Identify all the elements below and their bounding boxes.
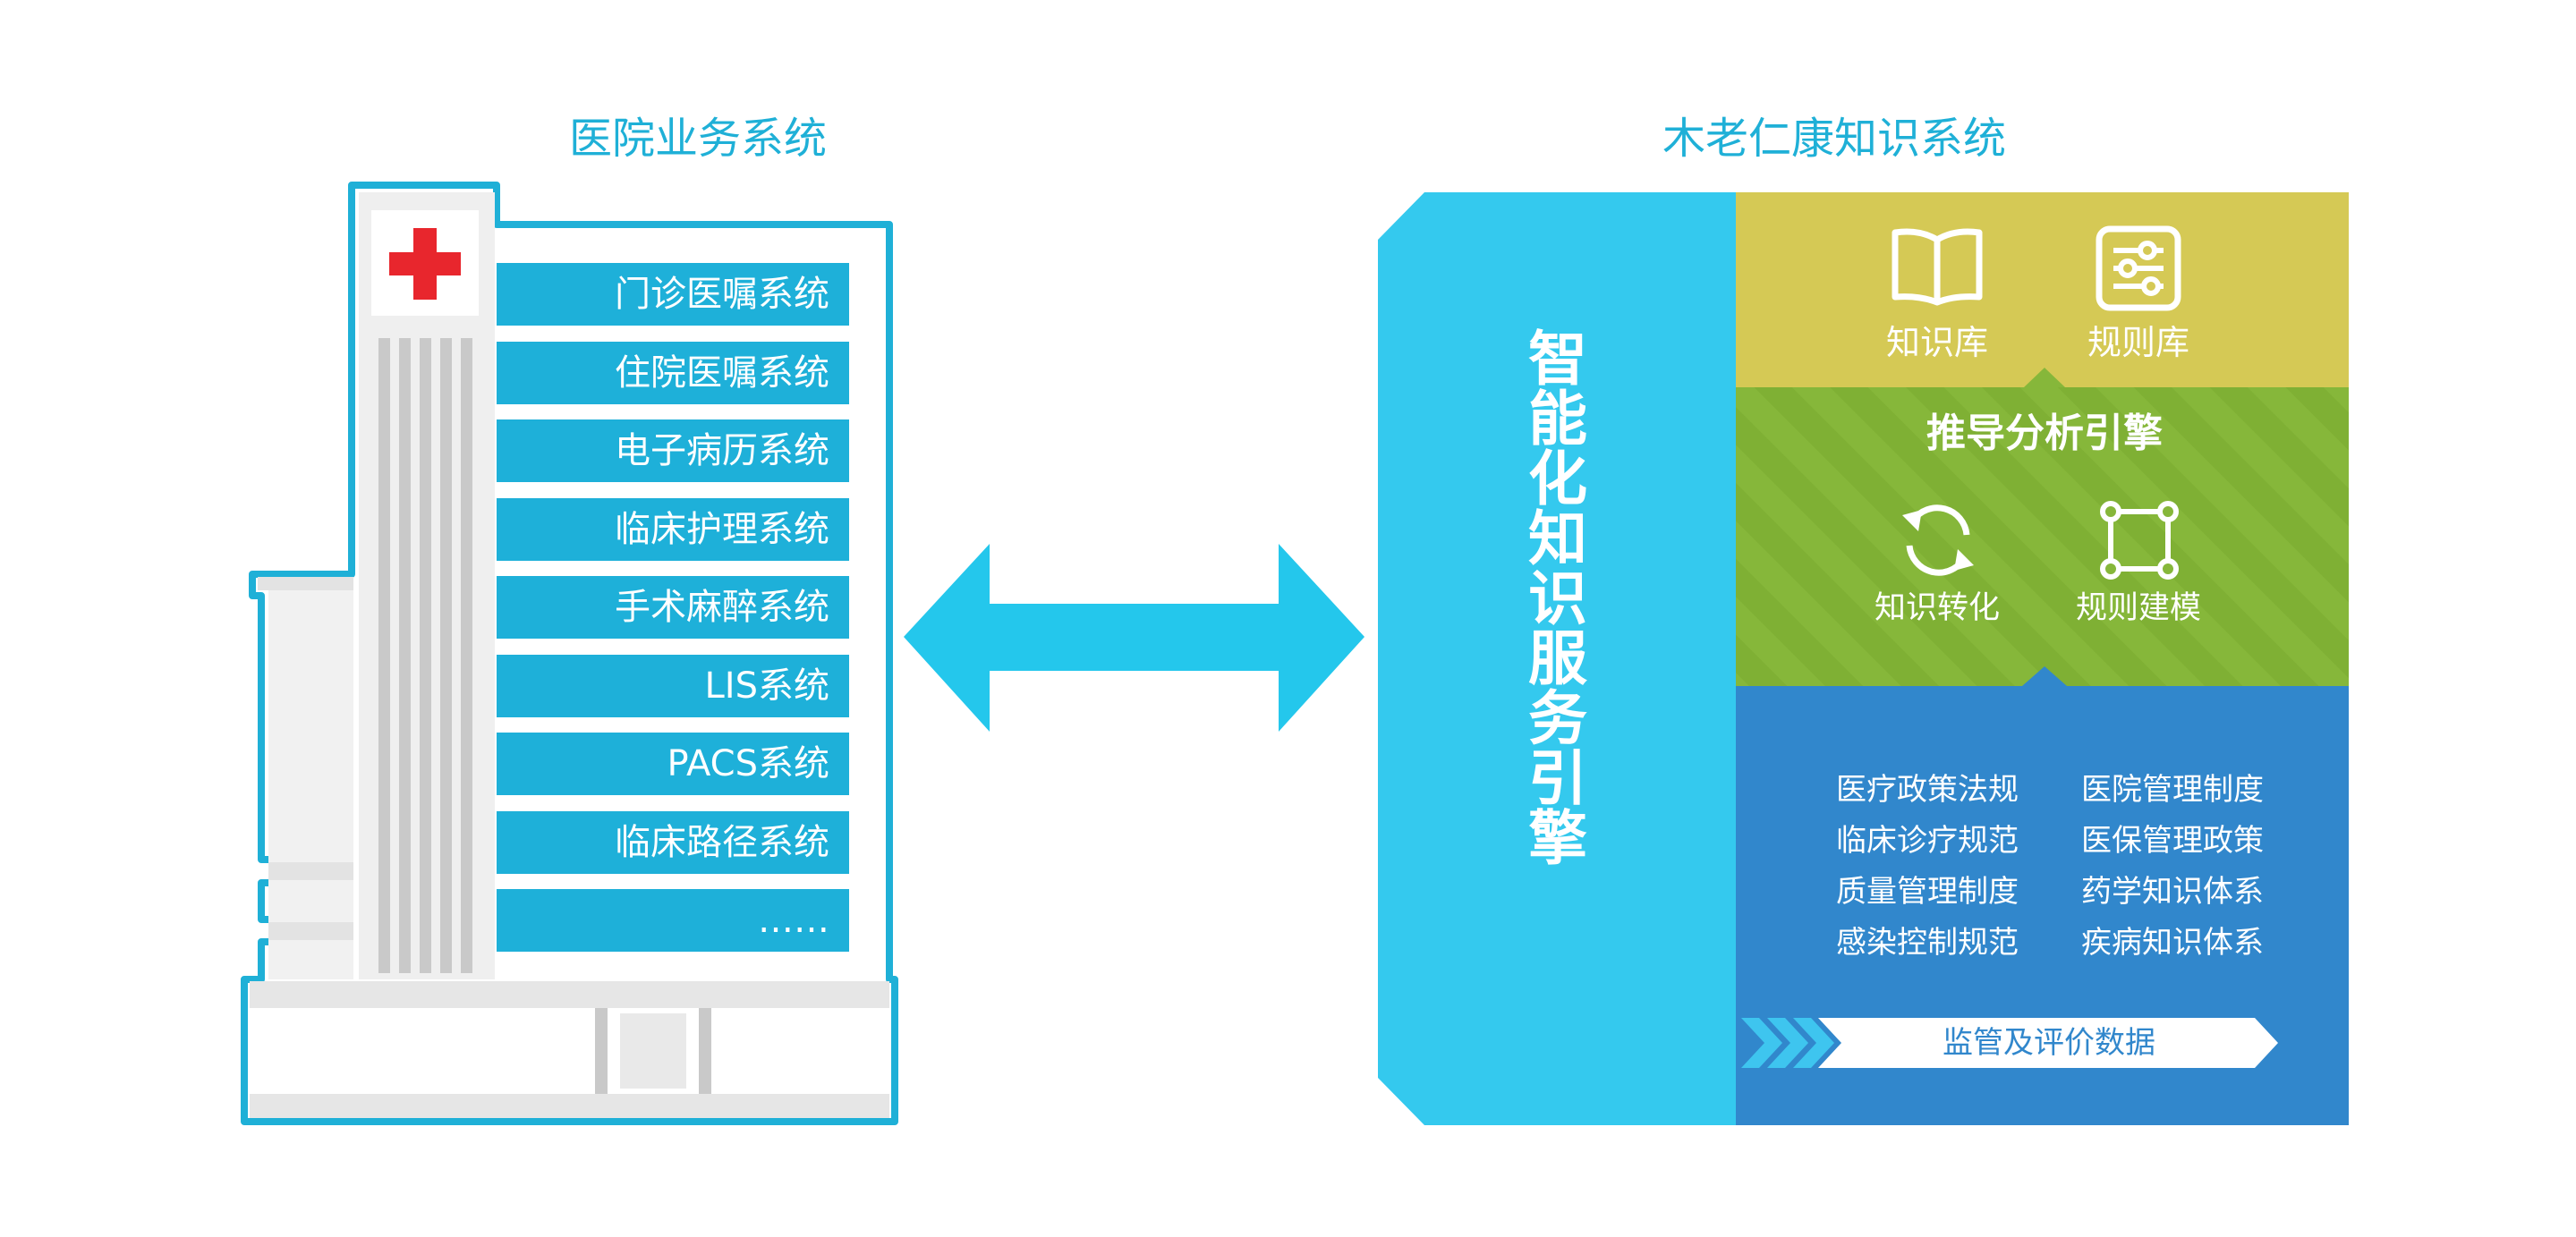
knowledge-category-item: 医院管理制度 xyxy=(2081,772,2264,808)
hospital-system-item: …… xyxy=(497,889,849,952)
medical-cross-icon xyxy=(389,228,461,300)
middle-item-rule-modeling: 规则建模 xyxy=(2075,590,2201,626)
engine-title-char: 能 xyxy=(1528,385,1587,453)
hospital-title: 医院业务系统 xyxy=(568,114,827,164)
middle-item-knowledge-transform: 知识转化 xyxy=(1874,590,2000,626)
engine-title-char: 服 xyxy=(1528,624,1587,693)
hospital-system-label: 临床路径系统 xyxy=(615,821,829,863)
hospital-system-label: LIS系统 xyxy=(704,665,829,707)
knowledge-category-item: 药学知识体系 xyxy=(2081,874,2264,910)
hospital-system-item: PACS系统 xyxy=(497,733,849,795)
hospital-system-label: 临床护理系统 xyxy=(615,508,829,550)
hospital-system-label: PACS系统 xyxy=(667,743,829,784)
top-item-knowledge-base: 知识库 xyxy=(1885,323,1988,362)
knowledge-category-item: 质量管理制度 xyxy=(1836,874,2019,910)
hospital-system-item: 住院医嘱系统 xyxy=(497,341,849,404)
book-icon xyxy=(1892,228,1983,306)
hospital-system-item: LIS系统 xyxy=(497,654,849,717)
hospital-building-illustration xyxy=(241,182,898,1125)
hospital-system-item: 临床护理系统 xyxy=(497,497,849,561)
hospital-system-label: 手术麻醉系统 xyxy=(615,587,829,628)
refresh-cycle-icon xyxy=(1902,504,1974,576)
hospital-system-label: 电子病历系统 xyxy=(615,430,829,471)
hospital-system-item: 手术麻醉系统 xyxy=(497,576,849,639)
hospital-system-label: …… xyxy=(758,900,829,941)
knowledge-category-item: 临床诊疗规范 xyxy=(1836,823,2019,859)
knowledge-system-title: 木老仁康知识系统 xyxy=(1662,114,2006,164)
hospital-system-label: 住院医嘱系统 xyxy=(615,352,829,394)
rule-list-icon xyxy=(2096,225,2181,311)
hospital-system-label: 门诊医嘱系统 xyxy=(615,274,829,315)
engine-title-char: 擎 xyxy=(1528,804,1587,873)
knowledge-category-item: 疾病知识体系 xyxy=(2081,925,2264,961)
top-item-rule-base: 规则库 xyxy=(2087,323,2189,362)
knowledge-category-item: 医疗政策法规 xyxy=(1836,772,2019,808)
hospital-system-item: 电子病历系统 xyxy=(497,419,849,482)
hospital-system-item: 门诊医嘱系统 xyxy=(497,263,849,326)
engine-title-char: 务 xyxy=(1528,684,1587,753)
bidirectional-arrow-icon xyxy=(904,544,1365,732)
engine-title-char: 知 xyxy=(1528,504,1587,573)
inference-engine-title: 推导分析引擎 xyxy=(1926,411,2163,456)
hospital-system-item: 临床路径系统 xyxy=(497,810,849,874)
engine-title-char: 引 xyxy=(1528,744,1587,813)
engine-title-char: 化 xyxy=(1528,445,1587,513)
engine-title-char: 识 xyxy=(1528,564,1587,633)
knowledge-category-item: 医保管理政策 xyxy=(2081,823,2264,859)
supervision-data-banner: 监管及评价数据 xyxy=(1943,1025,2155,1061)
knowledge-category-item: 感染控制规范 xyxy=(1836,925,2019,961)
engine-title-char: 智 xyxy=(1528,325,1587,394)
modeling-frame-icon xyxy=(2100,501,2179,580)
